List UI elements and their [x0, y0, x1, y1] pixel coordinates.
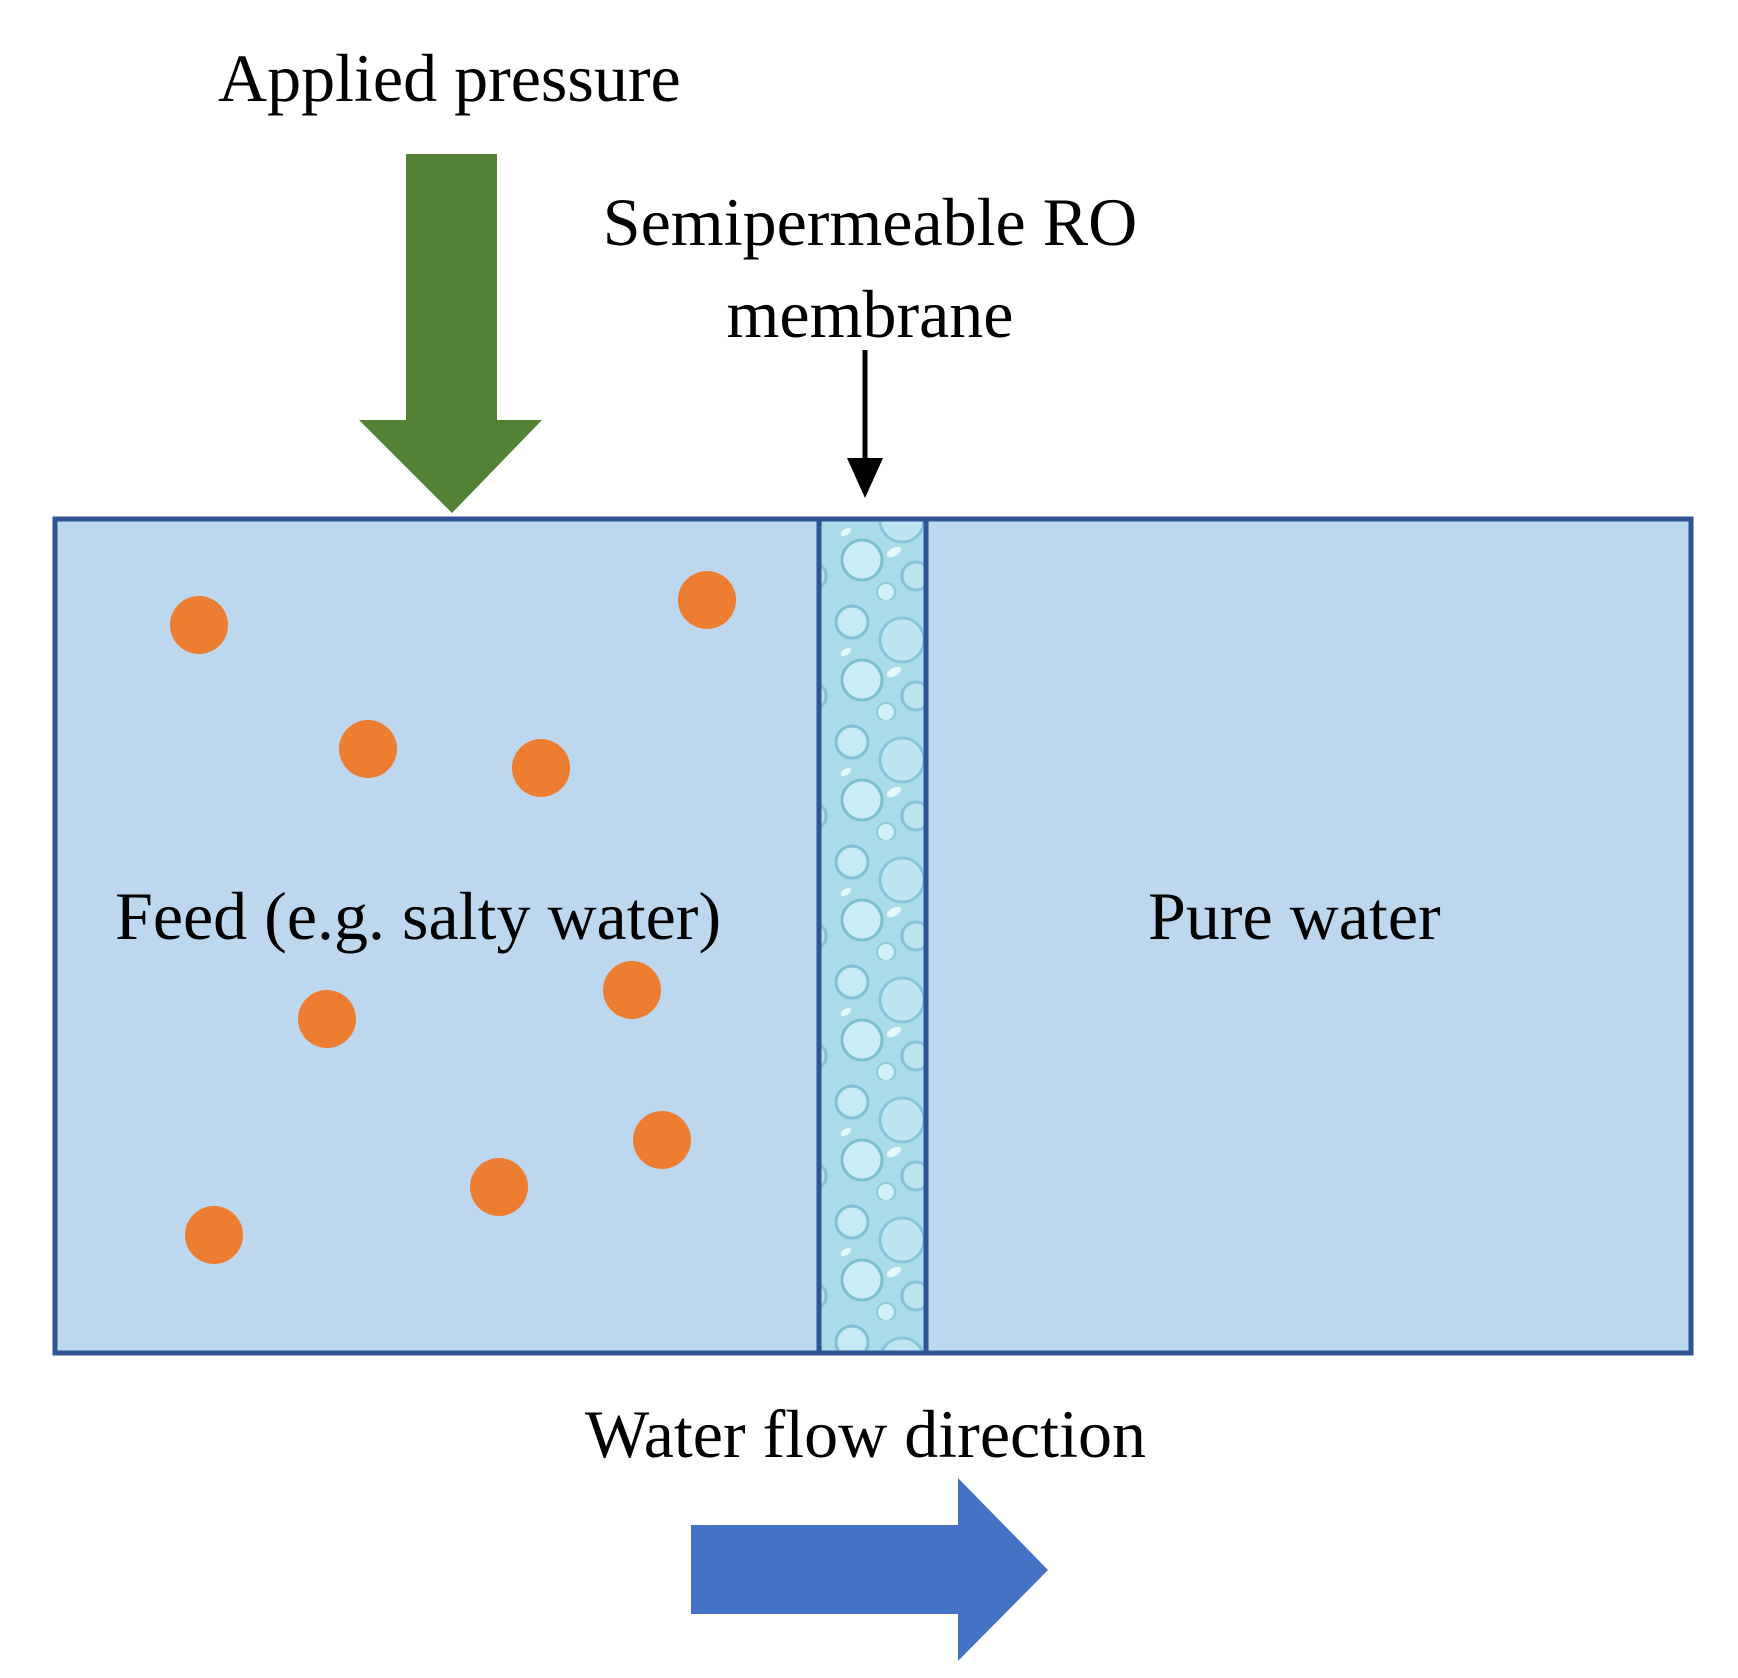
feed-compartment	[52, 516, 822, 1356]
salt-particle	[512, 739, 570, 797]
right-arrow-icon	[691, 1478, 1048, 1661]
salt-particle	[603, 961, 661, 1019]
membrane-label-line1: Semipermeable RO	[602, 184, 1138, 260]
salt-particle	[185, 1206, 243, 1264]
pure-water-compartment	[923, 516, 1694, 1356]
membrane-label: Semipermeable RO membrane	[560, 176, 1180, 360]
feed-label: Feed (e.g. salty water)	[115, 878, 722, 954]
salt-particle	[298, 990, 356, 1048]
salt-particle	[470, 1158, 528, 1216]
salt-particles	[170, 571, 736, 1264]
salt-particle	[339, 720, 397, 778]
salt-particle	[170, 596, 228, 654]
membrane-label-line2: membrane	[726, 276, 1014, 352]
pure-water-label: Pure water	[1148, 878, 1441, 954]
ro-membrane	[816, 516, 929, 1356]
salt-particle	[633, 1111, 691, 1169]
thin-down-arrow-icon	[847, 350, 883, 498]
water-flow-label: Water flow direction	[585, 1396, 1146, 1472]
down-arrow-icon	[359, 154, 542, 513]
applied-pressure-label: Applied pressure	[218, 40, 681, 116]
salt-particle	[678, 571, 736, 629]
